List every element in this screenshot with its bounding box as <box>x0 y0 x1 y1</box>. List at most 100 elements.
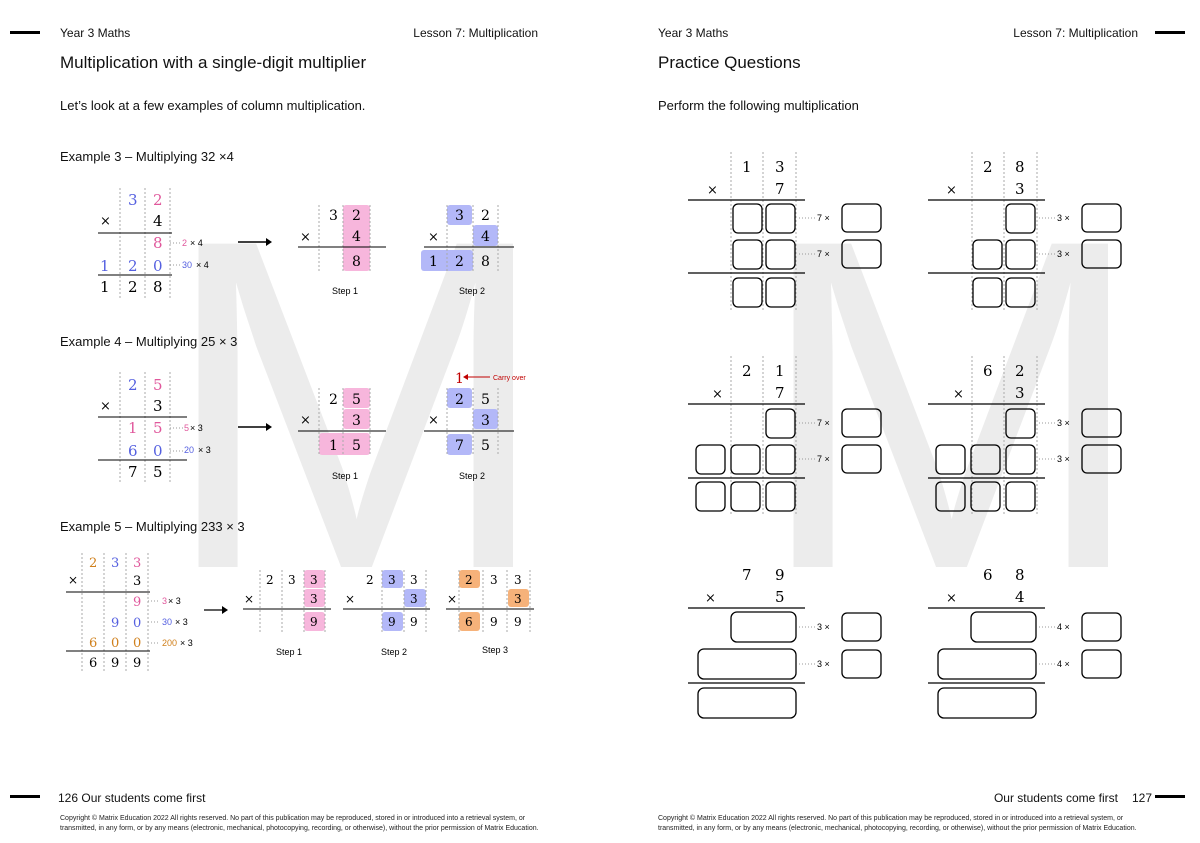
q2-times: × <box>946 183 957 198</box>
question-5 <box>688 607 882 719</box>
ex3-s1-highlight <box>343 205 370 271</box>
ex4-s1-top-t: 2 <box>329 392 338 408</box>
header-right: Lesson 7: Multiplication <box>413 26 538 40</box>
ex4-s2-times: × <box>428 413 439 428</box>
ex4-note2-mult: × 3 <box>198 445 211 455</box>
page-title: Multiplication with a single-digit multi… <box>60 53 367 72</box>
ex4-s2-top-t: 2 <box>455 392 464 408</box>
ex4-s2-r1: 7 <box>455 438 464 454</box>
arrow-icon <box>238 423 272 431</box>
practice-questions: 1 3 × 7 7 × 7 × 2 8 × 3 3 × 3 × 2 1 × 7 … <box>688 152 1122 719</box>
q6-note1: 4 × <box>1057 622 1070 632</box>
copyright: Copyright © Matrix Education 2022 All ri… <box>60 815 539 832</box>
ex3-res-t: 2 <box>128 278 138 296</box>
header-left: Year 3 Maths <box>60 26 131 40</box>
ex5-s1-o: 3 <box>310 573 318 587</box>
ex5-s2-times: × <box>345 592 355 606</box>
ex4-res-o: 5 <box>153 463 163 481</box>
ex3-s1-top-t: 3 <box>329 208 338 224</box>
ex5-s2-r2: 9 <box>410 615 418 629</box>
ex5-s2-mult: 3 <box>410 592 418 606</box>
ex3-s2-top-t: 3 <box>455 208 464 224</box>
ex5-s3-o: 3 <box>514 573 522 587</box>
ex4-p2-o: 0 <box>153 442 163 460</box>
ex3-s2-top-o: 2 <box>481 208 490 224</box>
ex4-step2-label: Step 2 <box>459 471 485 481</box>
ex3-top-ones: 2 <box>153 191 163 209</box>
q5-note2: 3 × <box>817 659 830 669</box>
ex3-s2-times: × <box>428 230 439 245</box>
ex3-s1-times: × <box>300 230 311 245</box>
right-page: M Year 3 Maths Lesson 7: Multiplication … <box>600 0 1200 843</box>
q3-times: × <box>712 387 723 402</box>
q5-note1: 3 × <box>817 622 830 632</box>
ex3-p2-t: 2 <box>128 257 138 275</box>
example-4-label: Example 4 – Multiplying 25 × 3 <box>60 334 238 349</box>
ex5-note2: 30 <box>162 617 172 627</box>
header-right: Lesson 7: Multiplication <box>1013 26 1138 40</box>
ex5-note1-mult: × 3 <box>168 596 181 606</box>
footer-text: 126 Our students come first <box>58 791 206 805</box>
ex3-note2: 30 <box>182 260 192 270</box>
ex5-s3-t: 3 <box>490 573 498 587</box>
ex5-note3-mult: × 3 <box>180 638 193 648</box>
ex5-s2-h: 2 <box>366 573 374 587</box>
page-number: 127 <box>1132 791 1153 805</box>
ex5-p2-o: 0 <box>133 616 141 631</box>
ex5-s1-times: × <box>244 592 254 606</box>
ex4-s1-top-o: 5 <box>352 392 361 408</box>
q4-mult: 3 <box>1015 384 1025 402</box>
example-3-label: Example 3 – Multiplying 32 ×4 <box>60 149 234 164</box>
question-3 <box>688 356 882 515</box>
ex4-s2-r2: 5 <box>481 438 490 454</box>
q5-times: × <box>705 591 716 606</box>
ex5-p3-h: 6 <box>89 636 97 651</box>
ex3-times: × <box>100 214 111 229</box>
ex5-res-o: 9 <box>133 656 141 671</box>
ex5-note2-mult: × 3 <box>175 617 188 627</box>
ex4-carry-digit: 1 <box>455 371 464 387</box>
arrow-icon <box>204 606 228 614</box>
ex4-top-t: 2 <box>128 376 138 394</box>
ex5-times: × <box>68 573 78 587</box>
copyright: Copyright © Matrix Education 2022 All ri… <box>658 815 1137 832</box>
ex5-top-t: 3 <box>111 556 119 571</box>
q3-mult: 7 <box>775 384 785 402</box>
q5-top-t: 7 <box>742 566 752 584</box>
ex4-note1: 5 <box>184 423 189 433</box>
q3-note1: 7 × <box>817 418 830 428</box>
ex4-step1-label: Step 1 <box>332 471 358 481</box>
ex4-s1-mult: 3 <box>352 413 361 429</box>
ex3-s2-r3: 8 <box>481 254 490 270</box>
header-left: Year 3 Maths <box>658 26 729 40</box>
question-1 <box>688 152 882 310</box>
ex5-s2-o: 3 <box>410 573 418 587</box>
ex5-p1: 9 <box>133 595 141 610</box>
ex5-p2-t: 9 <box>111 616 119 631</box>
ex4-note1-mult: × 3 <box>190 423 203 433</box>
ex3-s2-r2: 2 <box>455 254 464 270</box>
ex4-s1-p-t: 1 <box>329 438 338 454</box>
q2-note2: 3 × <box>1057 249 1070 259</box>
ex4-p1-o: 5 <box>153 419 163 437</box>
ex3-s1-mult: 4 <box>352 229 361 245</box>
ex5-step2-label: Step 2 <box>381 647 407 657</box>
q4-top-t: 6 <box>983 362 993 380</box>
ex4-p2-t: 6 <box>128 442 138 460</box>
ex5-note1: 3 <box>162 596 167 606</box>
q6-times: × <box>946 591 957 606</box>
ex3-res-o: 8 <box>153 278 163 296</box>
q2-mult: 3 <box>1015 180 1025 198</box>
header-rule <box>10 31 40 34</box>
ex5-s3-times: × <box>447 592 457 606</box>
q3-top-o: 1 <box>775 362 785 380</box>
ex4-times: × <box>100 399 111 414</box>
ex5-s1-mult: 3 <box>310 592 318 606</box>
q2-top-t: 2 <box>983 158 993 176</box>
ex3-s2-mult: 4 <box>481 229 490 245</box>
q6-mult: 4 <box>1015 588 1025 606</box>
ex5-s1-p: 9 <box>310 615 318 629</box>
ex5-step3-label: Step 3 <box>482 645 508 655</box>
ex5-mult: 3 <box>133 574 141 589</box>
q6-note2: 4 × <box>1057 659 1070 669</box>
